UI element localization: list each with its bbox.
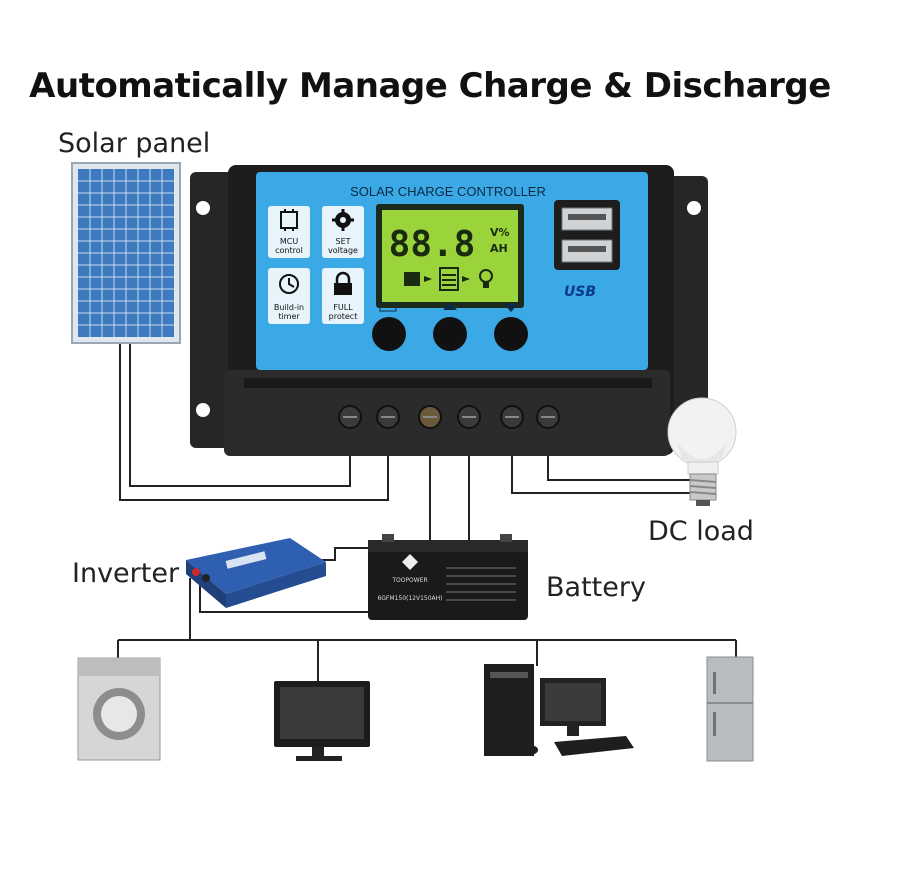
down-button[interactable]	[494, 317, 528, 351]
controller-buttons	[372, 302, 528, 351]
battery-icon: TOOPOWER 6GFM150(12V150AH)	[368, 534, 528, 620]
badge-set-line1: SET	[335, 237, 350, 246]
chip-icon	[280, 209, 298, 231]
lcd-battery-icon	[439, 267, 459, 291]
menu-icon	[379, 302, 397, 312]
badge-timer-line2: timer	[278, 312, 300, 321]
wire-load-negative	[547, 455, 690, 481]
controller-header: SOLAR CHARGE CONTROLLER	[350, 184, 546, 199]
battery-label: Battery	[546, 572, 646, 603]
lcd-flow-icons	[404, 267, 493, 291]
lcd-units-bottom: AH	[490, 242, 508, 255]
refrigerator-icon	[706, 656, 754, 762]
lcd-units-top: V%	[490, 226, 510, 239]
badge-mcu	[268, 206, 310, 258]
usb-ports	[554, 200, 620, 270]
desktop-computer-icon	[484, 664, 634, 756]
solar-panel-label: Solar panel	[58, 128, 211, 159]
wire-inverter-negative	[199, 580, 368, 613]
light-bulb-icon	[667, 397, 737, 506]
dc-load-label: DC load	[648, 516, 754, 547]
charge-controller: SOLAR CHARGE CONTROLLER	[190, 165, 708, 456]
lcd-screen	[382, 210, 518, 302]
down-arrow-icon	[504, 304, 518, 312]
terminal-block	[224, 370, 670, 456]
washing-machine-icon	[77, 657, 161, 761]
lcd-digits: 88.8	[389, 224, 476, 265]
gear-icon	[332, 209, 354, 231]
inverter-label: Inverter	[72, 558, 180, 589]
badge-timer-line1: Build-in	[274, 303, 304, 312]
badge-protect	[322, 268, 364, 324]
monitor-icon	[274, 681, 370, 761]
up-arrow-icon	[443, 302, 457, 310]
wire-load-positive	[511, 455, 690, 494]
lcd-arrow-icon	[424, 276, 432, 282]
badge-protect-line1: FULL	[333, 303, 353, 312]
up-button[interactable]	[433, 317, 467, 351]
terminal-screws	[338, 405, 560, 429]
diagram-title: Automatically Manage Charge & Discharge	[29, 66, 831, 106]
wire-solar-negative	[119, 343, 389, 501]
menu-button[interactable]	[372, 317, 406, 351]
lock-icon	[334, 271, 352, 295]
battery-model: 6GFM150(12V150AH)	[377, 595, 442, 602]
inverter-icon	[186, 538, 326, 608]
badge-mcu-line2: control	[275, 246, 303, 255]
clock-icon	[279, 274, 299, 294]
feature-badges: MCU control SET voltage Build-in timer F…	[268, 206, 364, 324]
battery-brand: TOOPOWER	[391, 577, 427, 584]
badge-mcu-line1: MCU	[280, 237, 298, 246]
badge-protect-line2: protect	[329, 312, 358, 321]
lcd-solar-icon	[404, 272, 420, 286]
badge-timer	[268, 268, 310, 324]
usb-label: USB	[564, 284, 596, 300]
solar-panel-icon	[71, 162, 181, 344]
wire-solar-positive	[129, 343, 351, 487]
badge-set-line2: voltage	[328, 246, 358, 255]
